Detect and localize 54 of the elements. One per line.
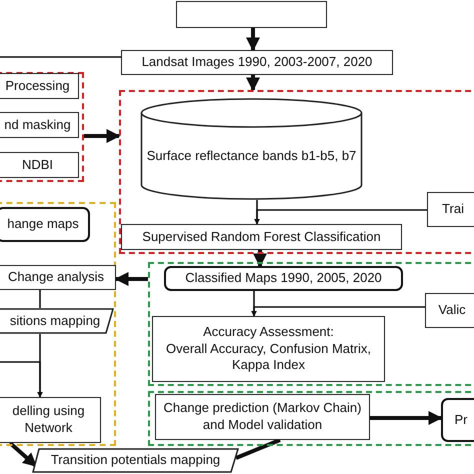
parallelogram-box [32, 448, 239, 473]
process-box [155, 394, 370, 440]
node-text: Classified Maps 1990, 2005, 2020 [185, 270, 382, 287]
arrow [251, 306, 425, 317]
node-text: NDBI [22, 156, 54, 174]
connector-line [235, 438, 281, 460]
arrow [114, 272, 148, 286]
node-text: Overall Accuracy, Confusion Matrix, Kappa Index [165, 340, 372, 374]
node-text: Change prediction (Markov Chain) and Model validation [162, 400, 362, 434]
process-box [0, 265, 116, 290]
node-text: Valic [438, 302, 466, 319]
connector-line [0, 56, 121, 58]
dashed-group-frame [0, 202, 116, 446]
node-text: Surface reflectance bands b1-b5, b7 [146, 146, 356, 164]
node-text: Transition potentials mapping [50, 452, 220, 469]
rounded-box [0, 207, 90, 242]
process-box [121, 50, 393, 75]
arrow [246, 28, 260, 52]
arrow [246, 75, 260, 92]
node-text: Supervised Random Forest Classification [142, 228, 381, 246]
process-box [121, 224, 402, 250]
node-text: Processing [5, 78, 70, 94]
node-text: Accuracy Assessment: [203, 324, 334, 341]
rounded-box [164, 266, 403, 291]
parallelogram-box [0, 308, 114, 334]
process-box [427, 192, 474, 227]
connector-line [39, 290, 41, 308]
node-text: hange maps [7, 216, 79, 233]
process-box [0, 73, 79, 99]
node-text: nd masking [4, 116, 71, 134]
arrow [84, 129, 120, 143]
arrow [253, 250, 267, 268]
arrow [8, 442, 38, 468]
process-box [0, 397, 101, 443]
process-box [152, 316, 385, 382]
process-box [176, 1, 327, 28]
rounded-box [441, 398, 474, 442]
process-box [0, 112, 79, 138]
dashed-group-frame [119, 90, 474, 254]
arrow [254, 209, 427, 225]
node-text: sitions mapping [10, 312, 100, 330]
process-box [425, 293, 474, 328]
dashed-group-frame [148, 262, 474, 386]
process-box [0, 152, 79, 178]
node-text: Trai [442, 201, 464, 218]
dashed-group-frame [0, 72, 84, 182]
node-text: Change analysis [8, 269, 104, 286]
dashed-group-frame [148, 391, 474, 446]
database-cylinder [140, 98, 363, 200]
arrow [370, 411, 442, 425]
node-text: Landsat Images 1990, 2003-2007, 2020 [142, 54, 372, 71]
node-text: Pr [454, 412, 468, 428]
node-text: delling using Network [11, 403, 86, 437]
arrow [0, 361, 43, 398]
